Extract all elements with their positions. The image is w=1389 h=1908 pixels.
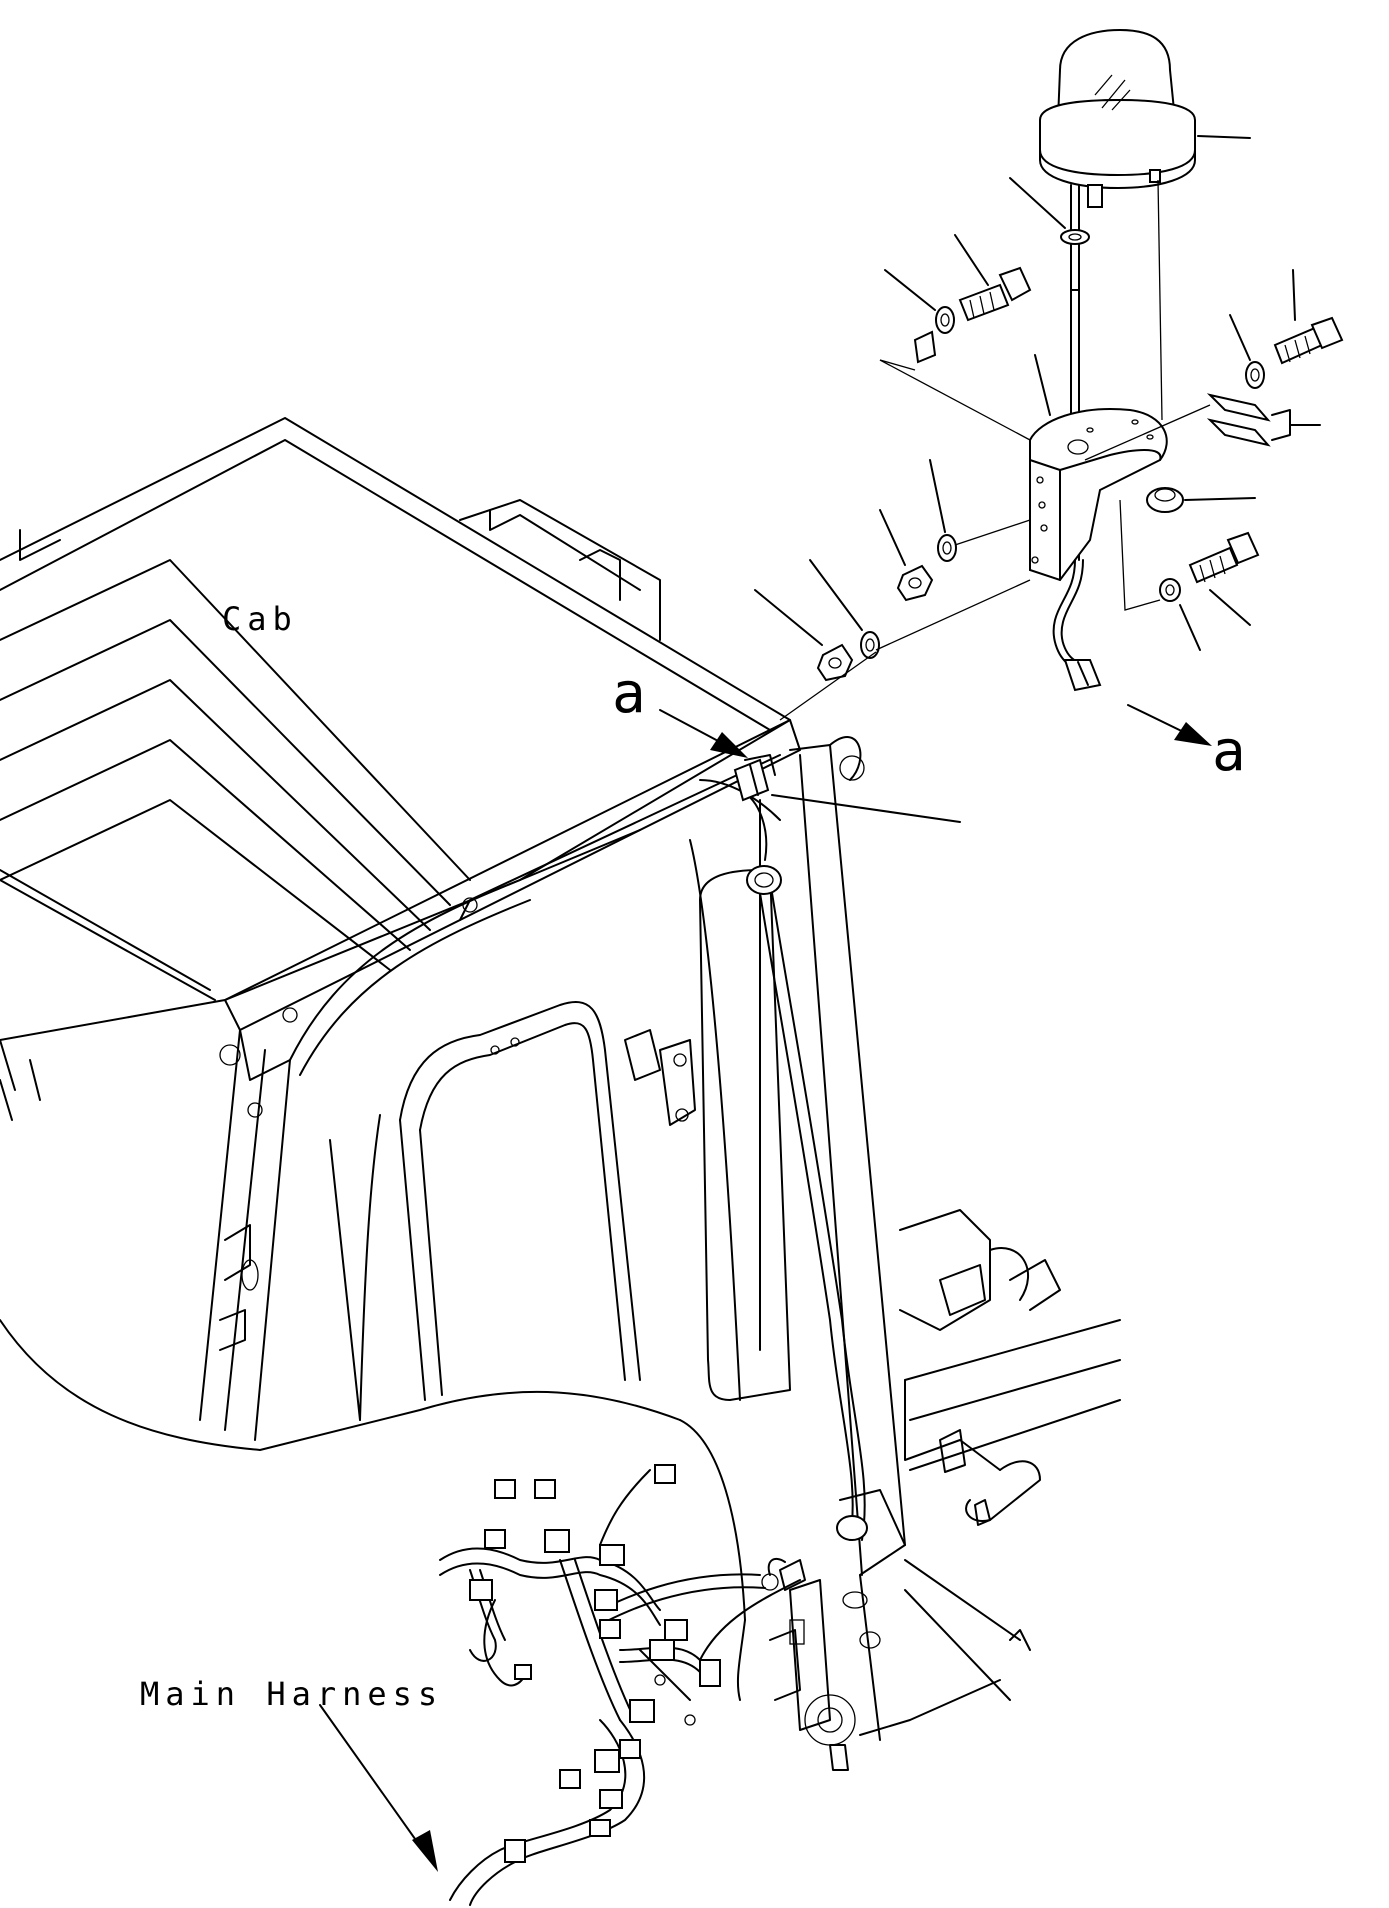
- cab-body: [0, 417, 1121, 1771]
- rotating-beacon: [754, 28, 1344, 823]
- bolt-lower: [1188, 531, 1260, 584]
- label-view-a-right: a: [1212, 719, 1252, 784]
- bolt-right: [1273, 316, 1344, 365]
- arrow-a-top: [659, 709, 748, 758]
- main-harness: [439, 1464, 806, 1906]
- arrow-a-right: [1127, 704, 1212, 746]
- arrow-main-harness: [319, 1704, 438, 1872]
- label-cab: Cab: [222, 600, 298, 638]
- cab-pillar-harness: [733, 754, 868, 1541]
- bolt-upper: [958, 266, 1032, 322]
- label-view-a-top: a: [612, 661, 652, 726]
- label-main-harness: Main Harness: [140, 1675, 443, 1713]
